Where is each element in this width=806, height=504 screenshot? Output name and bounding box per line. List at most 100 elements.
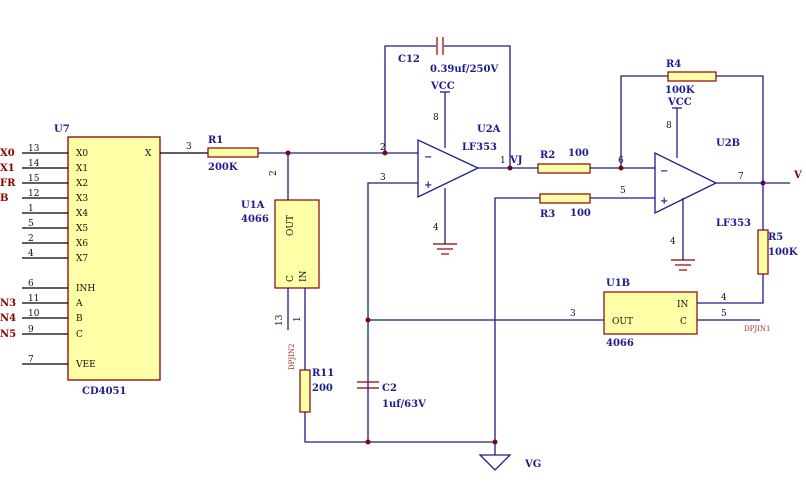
u1b-type: 4066 [606,338,634,349]
r5-ref: R5 [768,232,783,243]
u7-pin-label: INH [76,284,95,294]
u1a-pin-in-num: 1 [293,316,303,322]
u7-pin-number: 2 [28,234,34,244]
u1b-body [603,291,698,335]
u7-pin-number: 5 [28,219,34,229]
r3-resistor: R3 100 [494,193,655,442]
u2b-pin-pos: 8 [666,121,672,131]
r2-value: 100 [568,148,589,159]
u2a-type: LF353 [462,142,497,153]
u1a-ctrl-net: DPJIN2 [288,344,296,370]
r5-bottom-wire [697,274,764,304]
u7-pin-label: C [76,330,83,340]
u7-pin-x-num: 3 [186,142,192,152]
u1b-ctrl-net: DPJIN1 [744,325,770,333]
r4-ref: R4 [666,59,681,70]
u7-left-net-label: X0 [0,148,15,159]
u2a-pin-out: 1 [500,156,506,166]
r5-value: 100K [768,247,798,258]
u7-pin-label: X4 [76,209,88,219]
u7-type: CD4051 [82,386,126,397]
u1b-out-label: OUT [612,317,633,327]
r4-resistor: R4 100K [620,59,764,183]
u2b-pin-out: 7 [738,172,744,182]
u7-pin-number: 7 [28,355,34,365]
r4-left-wire [620,75,668,168]
u2a-opamp: − + 2 3 1 VJ VCC 8 4 U2A LF353 [367,81,538,442]
c2-capacitor: C2 1uf/63V [357,381,426,410]
u2a-plus-wire [367,182,418,442]
u1b-ref: U1B [606,278,630,289]
u1b-pin-out: 3 [570,309,576,319]
u1a-c-label: C [286,275,296,282]
r3-value: 100 [570,208,591,219]
u2a-body [417,138,480,199]
r5-body [757,229,769,275]
u7-pin-label: X5 [76,224,88,234]
r11-value: 200 [312,383,333,394]
u2a-pin-minus: 2 [380,143,386,153]
r11-ground-wire [304,412,495,443]
u7-pin-label: X0 [76,149,88,159]
u7-pin-label: X1 [76,164,88,174]
r4-body [667,71,717,82]
u1a-body [274,199,320,289]
u7-pin-label: B [76,314,83,324]
u7-pin-label: X7 [76,254,88,264]
u7-body [67,136,161,381]
u2b-minus-sign: − [660,166,668,177]
u2b-plus-sign: + [660,196,668,207]
u7-left-net-label: N4 [0,313,16,324]
u7-pin-x: X [145,149,152,159]
u1a-switch: 2 OUT C IN U1A 4066 13 DPJIN2 1 [241,153,320,370]
r11-body [299,369,311,413]
u1a-type: 4066 [241,214,269,225]
u2a-out-label: VJ [509,155,523,166]
u2b-type: LF353 [716,218,751,229]
r2-resistor: R2 100 [537,148,655,174]
u7-pin-number: 10 [28,309,40,319]
u2a-power: VCC [430,81,455,92]
u1b-pin-in: 4 [721,293,727,303]
r2-body [537,163,591,174]
u2a-pin-gnd: 4 [433,223,439,233]
r5-resistor: R5 100K [697,183,798,304]
node-u1b-out [365,317,371,323]
u7-left-net-label: N5 [0,329,16,340]
u7-pin-label: VEE [75,360,96,370]
u7-pin-number: 15 [28,174,40,184]
u2a-pin-pos: 8 [433,113,439,123]
c2-value: 1uf/63V [382,399,426,410]
r3-ref: R3 [540,209,555,220]
u2b-opamp: − + 6 5 7 V VCC 8 4 U2B LF353 [618,97,802,271]
u7-left-net-label: B [0,193,8,204]
vg-triangle [478,454,512,471]
u7-pin-number: 11 [28,294,39,304]
u2b-power: VCC [667,97,692,108]
u7-pin-label: X2 [76,179,88,189]
c12-right-wire [444,45,511,168]
u1a-pin-out-num: 2 [269,170,279,176]
u7-left-net-label: FR [0,178,16,189]
u1b-in-label: IN [677,300,689,310]
vg-label: VG [524,459,541,470]
u1a-ref: U1A [241,200,265,211]
c12-ref: C12 [398,54,420,65]
c2-ref: C2 [382,383,397,394]
u2a-ref: U2A [477,124,501,135]
u7-pin-number: 4 [28,249,34,259]
u7-pin-number: 1 [28,204,34,214]
r11-ref: R11 [312,368,334,379]
vg-ground-symbol: VG [478,442,541,471]
r4-value: 100K [665,85,695,96]
r3-body [539,193,591,204]
r1-resistor: R1 200K [207,135,385,173]
r1-value: 200K [208,162,238,173]
r4-right-wire [716,75,764,183]
r11-resistor: R11 200 [299,368,495,443]
u7-pin-number: 6 [28,279,34,289]
u1a-in-label: IN [299,270,309,282]
u7-pin-label: X6 [76,239,88,249]
u7-ref: U7 [54,124,70,135]
